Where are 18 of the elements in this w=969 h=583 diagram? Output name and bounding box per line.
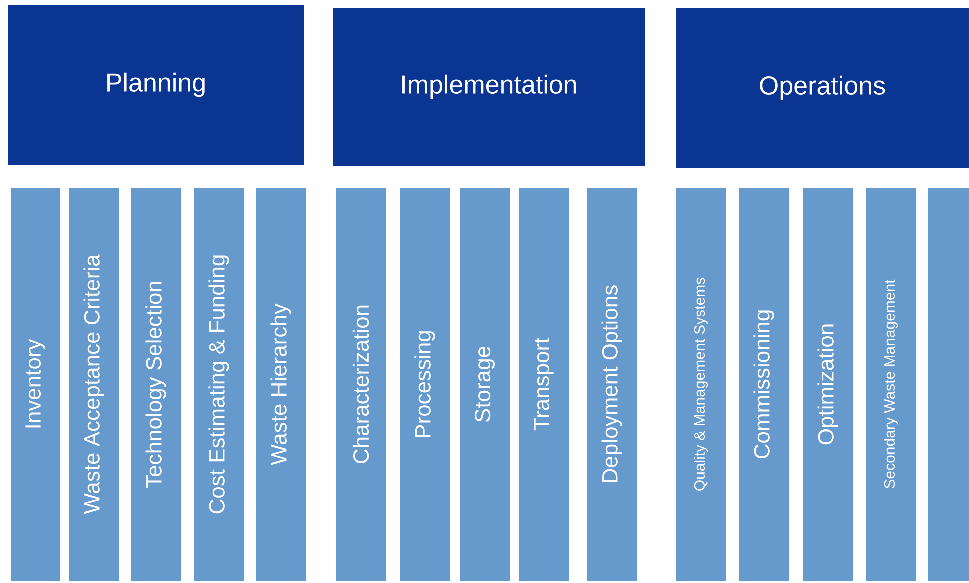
task-bar: Cost Estimating & Funding (194, 188, 244, 581)
task-bar: Characterization (336, 188, 386, 581)
task-bar: Storage (460, 188, 510, 581)
task-bar (928, 188, 969, 581)
task-bar: Optimization (803, 188, 853, 581)
stage-box: Planning (8, 5, 304, 165)
task-bar: Secondary Waste Management (866, 188, 916, 581)
stage-box: Implementation (333, 8, 645, 166)
task-bar: Quality & Management Systems (676, 188, 726, 581)
task-bar: Processing (400, 188, 450, 581)
stage-box: Operations (676, 8, 969, 168)
task-bar: Technology Selection (131, 188, 181, 581)
task-bar: Waste Acceptance Criteria (69, 188, 119, 581)
task-bar: Transport (519, 188, 569, 581)
task-bar: Inventory (11, 188, 60, 581)
task-bar: Deployment Options (587, 188, 637, 581)
task-bar: Waste Hierarchy (256, 188, 306, 581)
task-bar: Commissioning (739, 188, 789, 581)
